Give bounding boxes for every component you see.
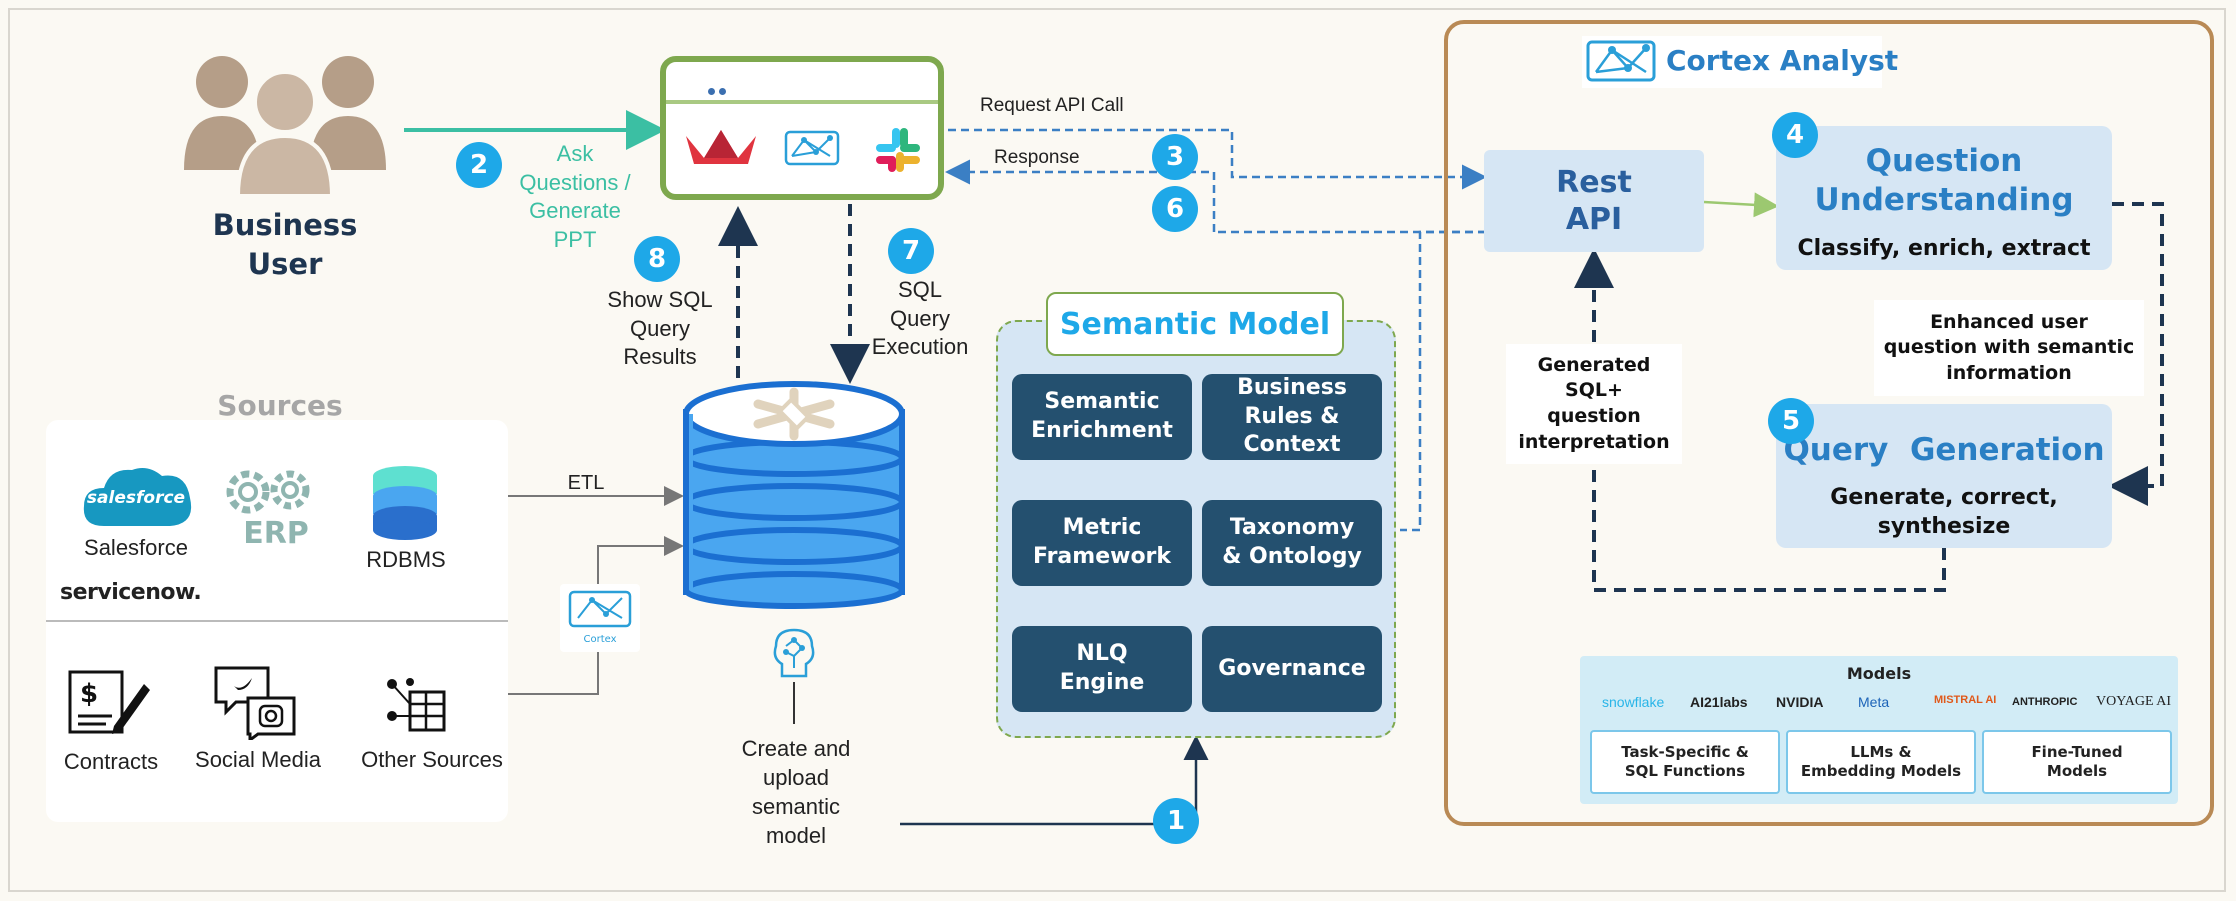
brain-circuit-icon — [773, 628, 815, 678]
generated-sql-note: Generated SQL+ question interpretation — [1506, 344, 1682, 464]
sources-card: salesforce Salesforce ERP RDBMS servicen… — [46, 420, 508, 822]
window-dot-icon — [719, 88, 726, 95]
upload-arrow — [900, 735, 1209, 826]
salesforce-logo-text: salesforce — [86, 488, 186, 508]
meta-logo: Meta — [1858, 694, 1890, 710]
snowflake-logo: snowflake — [1602, 694, 1665, 710]
ai21labs-logo: AI21labs — [1690, 694, 1748, 710]
cortex-small-label: Cortex — [583, 634, 617, 645]
cortex-analyst-icon — [1586, 40, 1656, 82]
qg-subtitle: Generate, correct, synthesize — [1830, 485, 2058, 539]
nvidia-logo: NVIDIA — [1776, 694, 1824, 710]
semantic-enrichment-box: Semantic Enrichment — [1012, 374, 1192, 460]
voyage-ai-logo: VOYAGE AI — [2096, 694, 2172, 709]
rdbms-label: RDBMS — [366, 547, 446, 572]
qu-title: Question Understanding — [1814, 143, 2074, 218]
models-title: Models — [1846, 664, 1912, 683]
salesforce-label: Salesforce — [84, 535, 188, 560]
cortex-small-icon — [568, 590, 632, 628]
request-arrow — [948, 128, 1487, 190]
cortex-analyst-container — [1444, 20, 2214, 826]
question-understanding-box: Question Understanding Classify, enrich,… — [1776, 126, 2112, 270]
app-titlebar-divider — [666, 100, 938, 104]
cortex-analyst-header: Cortex Analyst — [1582, 36, 1898, 88]
llms-embedding-box: LLMs & Embedding Models — [1786, 730, 1976, 794]
qg-title: Query Generation — [1783, 432, 2105, 468]
erp-label: ERP — [243, 516, 309, 551]
etl-label: ETL — [567, 472, 605, 494]
query-generation-box: Query Generation Generate, correct, synt… — [1776, 404, 2112, 548]
servicenow-logo: servicenow. — [60, 580, 202, 605]
business-user-icon — [184, 56, 386, 196]
user-title-line1: Business — [212, 208, 358, 242]
streamlit-icon — [686, 130, 756, 164]
step-badge-1: 1 — [1153, 798, 1199, 844]
snowflake-database-icon — [683, 381, 905, 609]
task-specific-box: Task-Specific & SQL Functions — [1590, 730, 1780, 794]
salesforce-icon — [83, 468, 192, 526]
other-sources-label: Other Sources — [361, 747, 503, 772]
business-user-label: Business User — [200, 206, 370, 284]
qu-to-qg-arrow — [2108, 202, 2164, 506]
cortex-small-card: Cortex — [560, 584, 640, 652]
contracts-icon: $ — [68, 670, 150, 734]
enhanced-question-note: Enhanced user question with semantic inf… — [1874, 300, 2144, 396]
step-badge-5: 5 — [1768, 398, 1814, 444]
rdbms-icon — [373, 466, 437, 540]
qg-to-rest-arrow — [1574, 248, 1946, 592]
diagram-frame — [8, 8, 2226, 892]
rest-api-box: Rest API — [1484, 150, 1704, 252]
svg-text:$: $ — [80, 679, 98, 709]
rest-to-qu-arrow — [1703, 192, 1779, 218]
request-api-label: Request API Call — [980, 95, 1124, 116]
contracts-label: Contracts — [63, 749, 159, 774]
step-badge-3: 3 — [1152, 134, 1198, 180]
ask-questions-label: Ask Questions / Generate PPT — [519, 141, 631, 252]
step-badge-8: 8 — [634, 236, 680, 282]
step-badge-7: 7 — [888, 228, 934, 274]
business-rules-box: Business Rules & Context — [1202, 374, 1382, 460]
response-label: Response — [994, 147, 1080, 168]
cortex-icon — [784, 130, 840, 166]
cortex-analyst-title: Cortex Analyst — [1666, 44, 1899, 77]
social-media-label: Social Media — [195, 747, 321, 772]
step-badge-4: 4 — [1772, 112, 1818, 158]
models-panel: Models snowflake AI21labs NVIDIA Meta MI… — [1580, 656, 2178, 804]
anthropic-logo: ANTHROPIC — [2012, 696, 2078, 708]
slack-icon — [876, 128, 920, 172]
user-title-line2: User — [247, 247, 323, 282]
metric-framework-box: Metric Framework — [1012, 500, 1192, 586]
mistral-logo: MISTRAL AI — [1934, 694, 1997, 706]
sources-title: Sources — [217, 389, 343, 422]
show-results-label: Show SQL Query Results — [607, 287, 713, 370]
app-window — [660, 56, 944, 200]
governance-box: Governance — [1202, 626, 1382, 712]
semantic-model-title: Semantic Model — [1046, 292, 1344, 356]
step-badge-2: 2 — [456, 142, 502, 188]
fine-tuned-box: Fine-Tuned Models — [1982, 730, 2172, 794]
sql-execution-label: SQL Query Execution — [871, 277, 969, 360]
qu-subtitle: Classify, enrich, extract — [1797, 236, 2091, 261]
window-dot-icon — [708, 88, 715, 95]
sources-divider — [46, 620, 508, 622]
taxonomy-ontology-box: Taxonomy & Ontology — [1202, 500, 1382, 586]
create-semantic-label: Create and upload semantic model — [741, 736, 851, 849]
nlq-engine-box: NLQ Engine — [1012, 626, 1192, 712]
other-sources-icon — [387, 678, 446, 732]
erp-gear-icon — [226, 470, 310, 514]
social-media-icon — [214, 666, 296, 740]
step-badge-6: 6 — [1152, 186, 1198, 232]
